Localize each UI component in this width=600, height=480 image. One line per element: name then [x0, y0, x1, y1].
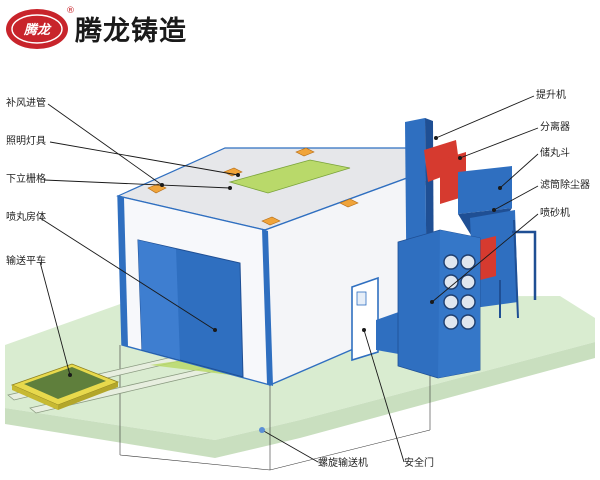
- lamp-icon: [223, 167, 243, 177]
- cart-deck: [24, 367, 106, 399]
- leader-dot: [492, 208, 496, 212]
- label-supplementary-air-duct: 补风进管: [6, 96, 46, 109]
- filter-icon: [443, 274, 459, 290]
- leader-line: [49, 141, 239, 176]
- leader-dot: [458, 156, 462, 160]
- leader-dot: [236, 173, 240, 177]
- transport-cart-assembly: [7, 345, 247, 414]
- leader-line: [39, 261, 71, 376]
- shot-hopper: [458, 166, 512, 214]
- label-separator: 分离器: [540, 120, 570, 133]
- leader-line: [431, 213, 539, 303]
- lamp-icon: [295, 147, 315, 157]
- leader-lines: [39, 95, 539, 463]
- label-cartridge-dust-collector: 滤筒除尘器: [540, 178, 590, 191]
- filter-cartridges: [443, 254, 476, 330]
- filter-icon: [460, 314, 476, 330]
- leader-dot: [498, 186, 502, 190]
- support-leg: [513, 219, 519, 319]
- door-window: [356, 291, 367, 306]
- filter-icon: [460, 294, 476, 310]
- leader-line: [493, 185, 539, 211]
- leader-line: [459, 127, 539, 159]
- roof-vent: [228, 159, 351, 194]
- safety-door: [351, 276, 379, 362]
- logo-mark-icon: [6, 9, 68, 49]
- filter-icon: [460, 274, 476, 290]
- leader-line: [435, 95, 535, 139]
- label-lighting-fixture: 照明灯具: [6, 135, 46, 147]
- leader-line: [47, 103, 163, 186]
- blasting-equipment: [376, 118, 537, 379]
- filter-icon: [443, 314, 459, 330]
- leader-dot: [434, 136, 438, 140]
- booth-post: [262, 229, 273, 386]
- leader-dot: [160, 183, 164, 187]
- company-logo: 腾龙 ® 腾龙铸造: [6, 6, 187, 49]
- cart-side: [58, 382, 118, 410]
- leader-dot: [228, 186, 232, 190]
- pit-line: [119, 429, 431, 471]
- label-shot-hopper: 储丸斗: [540, 146, 570, 159]
- label-bottom-grille: 下立栅格: [6, 172, 46, 185]
- label-transport-cart: 输送平车: [6, 254, 46, 267]
- leader-line: [43, 179, 231, 189]
- safety-door-frame: [351, 276, 379, 362]
- leader-dot: [68, 373, 72, 377]
- door-panel: [138, 240, 180, 360]
- leader-dot: [213, 328, 217, 332]
- label-safety-door: 安全门: [404, 456, 434, 469]
- leader-dot: [259, 427, 265, 433]
- company-name: 腾龙铸造: [75, 16, 187, 47]
- filter-icon: [443, 294, 459, 310]
- dust-collector-hopper: [480, 236, 496, 280]
- registered-mark: ®: [66, 6, 75, 16]
- filter-icon: [443, 254, 459, 270]
- filter-icon: [460, 254, 476, 270]
- cart-side: [12, 385, 58, 410]
- label-blasting-machine: 喷砂机: [540, 206, 570, 219]
- logo-mark-text: 腾龙: [23, 22, 52, 38]
- lamp-icon: [261, 216, 281, 226]
- floor-edge: [5, 342, 595, 458]
- leader-line: [499, 153, 539, 189]
- leader-dot: [430, 300, 434, 304]
- lamp-icon: [339, 198, 359, 208]
- leader-dot: [362, 328, 366, 332]
- label-screw-conveyor: 螺旋输送机: [318, 456, 368, 469]
- label-blast-room-body: 喷丸房体: [6, 210, 46, 223]
- leader-dots: [68, 136, 502, 433]
- callout-labels: 补风进管 照明灯具 下立栅格 喷丸房体 输送平车 提升机 分离器 储丸斗 滤筒除…: [6, 88, 590, 469]
- leader-line: [39, 217, 216, 331]
- pipe: [512, 230, 537, 300]
- leader-line: [363, 329, 405, 463]
- label-bucket-elevator: 提升机: [536, 88, 566, 101]
- logo-ring: [11, 14, 63, 44]
- leader-line: [261, 429, 319, 463]
